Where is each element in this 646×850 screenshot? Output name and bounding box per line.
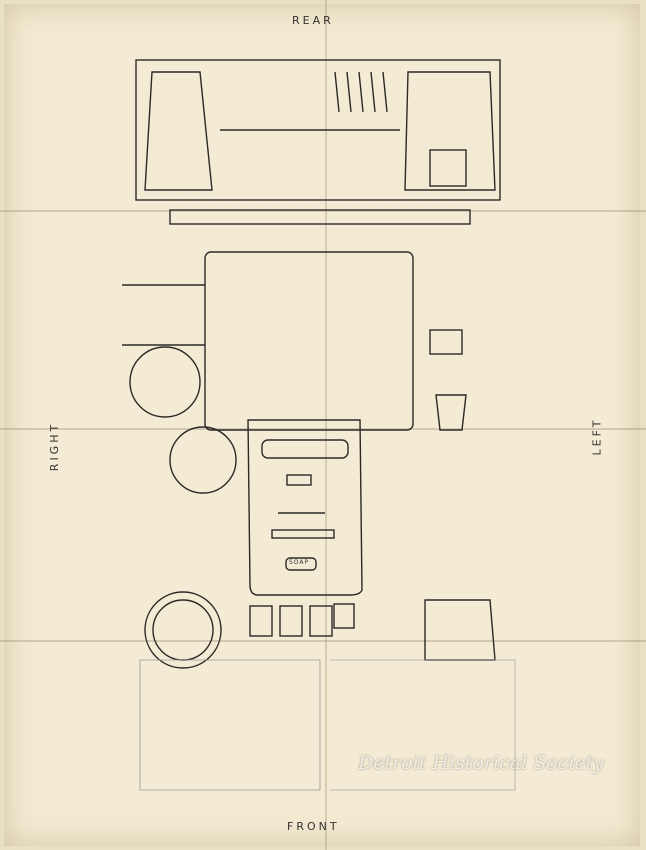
- toilet-roll: [247, 419, 363, 596]
- shirt-drawing: [404, 71, 496, 191]
- faint-outline: [139, 659, 321, 791]
- cup-drawing: [169, 426, 237, 494]
- strap: [122, 284, 205, 346]
- coat-drawing: [144, 71, 213, 191]
- fold-line: [325, 0, 327, 850]
- ration-tin: [309, 605, 333, 637]
- ration-tin: [279, 605, 303, 637]
- tent-pins: [334, 71, 388, 113]
- fold-line: [0, 210, 646, 212]
- label-left: LEFT: [590, 417, 604, 456]
- meat-can: [129, 346, 201, 418]
- ration-tin: [249, 605, 273, 637]
- soap-box: [285, 557, 317, 571]
- cartridge-belt: [169, 209, 471, 225]
- haversack: [204, 251, 414, 431]
- first-aid-pouch: [429, 329, 463, 355]
- razor: [271, 529, 335, 539]
- fold-line: [0, 428, 646, 430]
- label-right: RIGHT: [48, 421, 62, 472]
- paper-sheet: [4, 4, 640, 846]
- watermark: Detroit Historical Society: [358, 752, 604, 774]
- canteen-cup: [435, 394, 467, 431]
- label-rear: REAR: [292, 14, 334, 27]
- mess-plate: [144, 591, 222, 669]
- label-front: FRONT: [287, 820, 340, 833]
- comb: [286, 474, 312, 486]
- faint-outline: [330, 659, 516, 791]
- towel: [261, 439, 349, 459]
- fold-line: [0, 640, 646, 642]
- pocket-drawing: [429, 149, 467, 187]
- ration-tin: [333, 603, 355, 629]
- shoes-drawing: [424, 599, 496, 661]
- soap-label: SOAP: [289, 559, 310, 566]
- blanket-roll: [135, 59, 501, 201]
